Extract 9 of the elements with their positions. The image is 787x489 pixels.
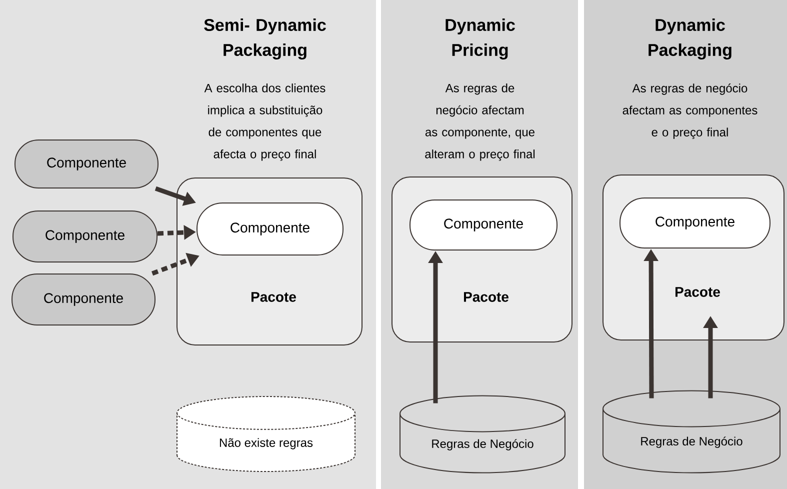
component-pill: Componente <box>12 273 156 326</box>
database-cylinder: Não existe regras <box>176 396 356 472</box>
component-pill: Componente <box>12 210 158 262</box>
component-pill: Componente <box>14 140 158 188</box>
database-cylinder: Regras de Negócio <box>400 395 566 474</box>
component-pill: Componente <box>410 200 558 250</box>
database-cylinder: Regras de Negócio <box>602 390 780 474</box>
component-pill: Componente <box>196 202 344 256</box>
component-pill: Componente <box>620 198 770 248</box>
